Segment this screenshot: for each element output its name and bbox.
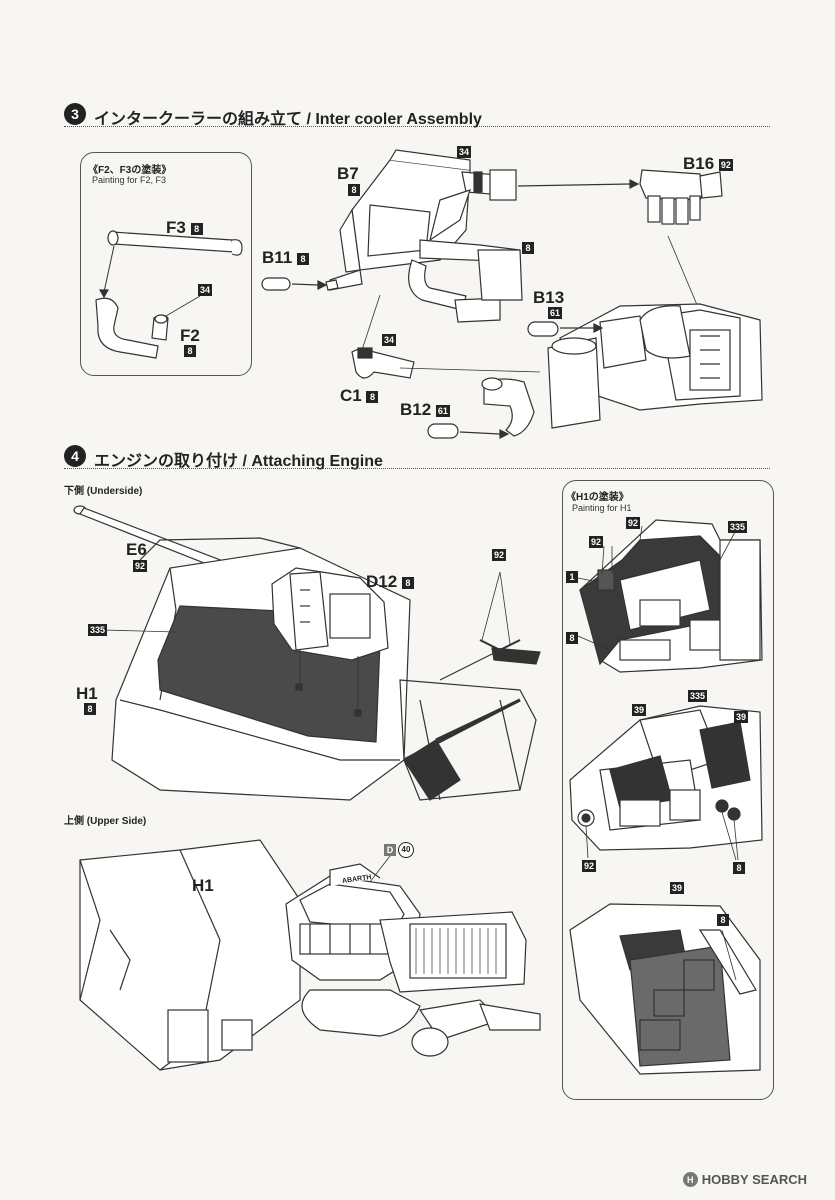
h1-callout — [562, 480, 774, 1100]
part-d12: D12 8 — [366, 572, 414, 592]
h1-mid-39a: 39 — [632, 704, 647, 716]
footer-text: HOBBY SEARCH — [701, 1172, 807, 1187]
part-f3: F3 8 — [166, 218, 203, 238]
h1-top-92a: 92 — [626, 517, 641, 529]
step-3-number: 3 — [64, 103, 86, 125]
part-f2-label: F2 — [180, 326, 200, 345]
pipe-color: 8 — [522, 242, 534, 254]
h1-top-335: 335 — [728, 521, 748, 533]
part-c1-band-color: 34 — [382, 334, 397, 346]
h1-mid-8: 8 — [733, 862, 745, 874]
part-b16: B16 92 — [683, 154, 733, 174]
top-band-color: 34 — [457, 146, 472, 158]
part-c1-label: C1 — [340, 386, 362, 405]
h1-top-8: 8 — [566, 632, 578, 644]
d-decal: D 40 — [384, 842, 414, 858]
part-d12-label: D12 — [366, 572, 398, 591]
strut-92-color: 92 — [492, 549, 507, 561]
h1-top-92b: 92 — [589, 536, 604, 548]
h1-mid-92: 92 — [582, 860, 597, 872]
step-3-divider — [64, 126, 770, 127]
step-3-callout — [80, 152, 252, 376]
part-c1-color: 8 — [366, 390, 379, 403]
step-4-number: 4 — [64, 445, 86, 467]
h1-mid-39b: 39 — [734, 711, 749, 723]
d-decal-letter: D — [384, 844, 396, 856]
step-3-callout-subtitle: Painting for F2, F3 — [92, 175, 167, 185]
step-3-title: インタークーラーの組み立て / Inter cooler Assembly — [94, 111, 482, 128]
step-3-callout-title: 《F2、F3の塗装》 — [88, 165, 172, 176]
h1-bottom-8: 8 — [717, 914, 729, 926]
part-b13: B13 — [533, 288, 565, 307]
part-f2-tip-color: 34 — [198, 284, 213, 296]
part-f2-color: 8 — [184, 345, 196, 357]
step-4-title: エンジンの取り付け / Attaching Engine — [94, 453, 383, 470]
d-decal-number: 40 — [398, 842, 414, 858]
part-b7-color: 8 — [348, 184, 360, 196]
part-f2: F2 — [180, 326, 200, 346]
part-b12-color: 61 — [435, 404, 450, 417]
h1-bottom-39: 39 — [670, 882, 685, 894]
part-b12-label: B12 — [400, 400, 432, 419]
part-f3-label: F3 — [166, 218, 186, 237]
upper-side-label: 上側 (Upper Side) — [64, 816, 147, 827]
part-h1-under-color: 8 — [84, 703, 96, 715]
h1-callout-subtitle: Painting for H1 — [572, 503, 632, 513]
footer-brand: H HOBBY SEARCH — [682, 1172, 807, 1187]
part-b11-color: 8 — [296, 252, 309, 265]
underside-label: 下側 (Underside) — [64, 486, 143, 497]
part-b7: B7 — [337, 164, 359, 183]
step-4-divider — [64, 468, 770, 469]
part-h1-under: H1 — [76, 684, 98, 703]
part-c1: C1 8 — [340, 386, 379, 406]
part-d12-color: 8 — [401, 576, 414, 589]
part-b11-label: B11 — [262, 248, 293, 267]
part-b16-label: B16 — [683, 154, 715, 173]
h1-top-1: 1 — [566, 571, 578, 583]
part-b12: B12 61 — [400, 400, 450, 420]
panel-335-color: 335 — [88, 624, 108, 636]
part-h1-upper: H1 — [192, 876, 214, 895]
part-b13-color: 61 — [548, 307, 563, 319]
hobby-search-logo-icon: H — [682, 1172, 698, 1187]
h1-mid-335: 335 — [688, 690, 708, 702]
part-b11: B11 8 — [262, 248, 309, 268]
part-f3-color: 8 — [190, 222, 203, 235]
part-e6: E6 — [126, 540, 147, 559]
part-b16-color: 92 — [718, 158, 733, 171]
h1-callout-title: 《H1の塗装》 — [566, 492, 629, 503]
part-e6-color: 92 — [133, 560, 148, 572]
